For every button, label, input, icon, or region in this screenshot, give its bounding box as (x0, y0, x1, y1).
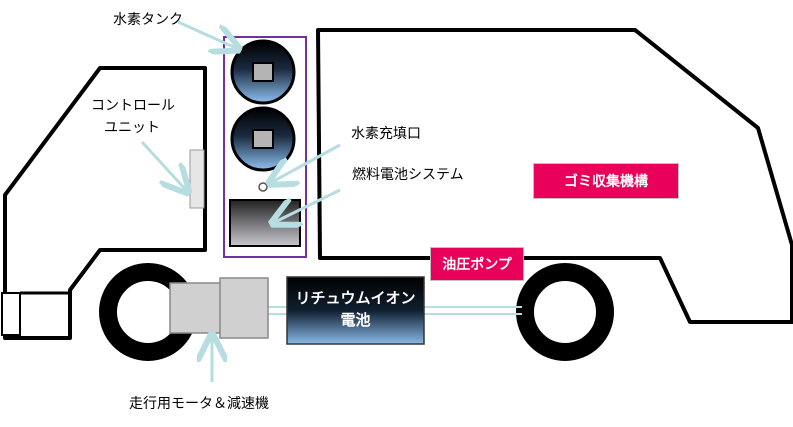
arrow-control-unit (140, 140, 186, 190)
battery-label-line1: リチュウムイオン (295, 289, 416, 307)
label-control-unit-line1: コントロール (91, 98, 175, 114)
label-hydrogen-inlet: 水素充填口 (351, 126, 421, 142)
battery-block (286, 276, 425, 345)
arrow-hydrogen-tank (177, 20, 236, 48)
label-hydrogen-tank: 水素タンク (113, 12, 183, 28)
label-control-unit-line2: ユニット (104, 120, 160, 136)
rear-wheel (516, 263, 614, 361)
control-unit-box (189, 149, 205, 209)
front-bumper (1, 292, 21, 336)
battery-label: リチュウムイオン 電池 (287, 287, 424, 331)
label-motor-reducer: 走行用モータ＆減速機 (129, 396, 269, 412)
arrow-fuel-cell (275, 188, 341, 222)
arrow-hydrogen-inlet (272, 143, 341, 182)
cab-outline (3, 66, 207, 340)
reducer-block (219, 277, 269, 339)
motor-block (169, 282, 223, 334)
label-fuel-cell-system: 燃料電池システム (352, 167, 464, 183)
badge-garbage-mechanism: ゴミ収集機構 (533, 163, 679, 199)
battery-label-line2: 電池 (340, 311, 371, 329)
hydrogen-inlet-port (258, 182, 268, 192)
badge-hydraulic-pump: 油圧ポンプ (430, 247, 524, 281)
fuel-cell-block (229, 199, 301, 247)
